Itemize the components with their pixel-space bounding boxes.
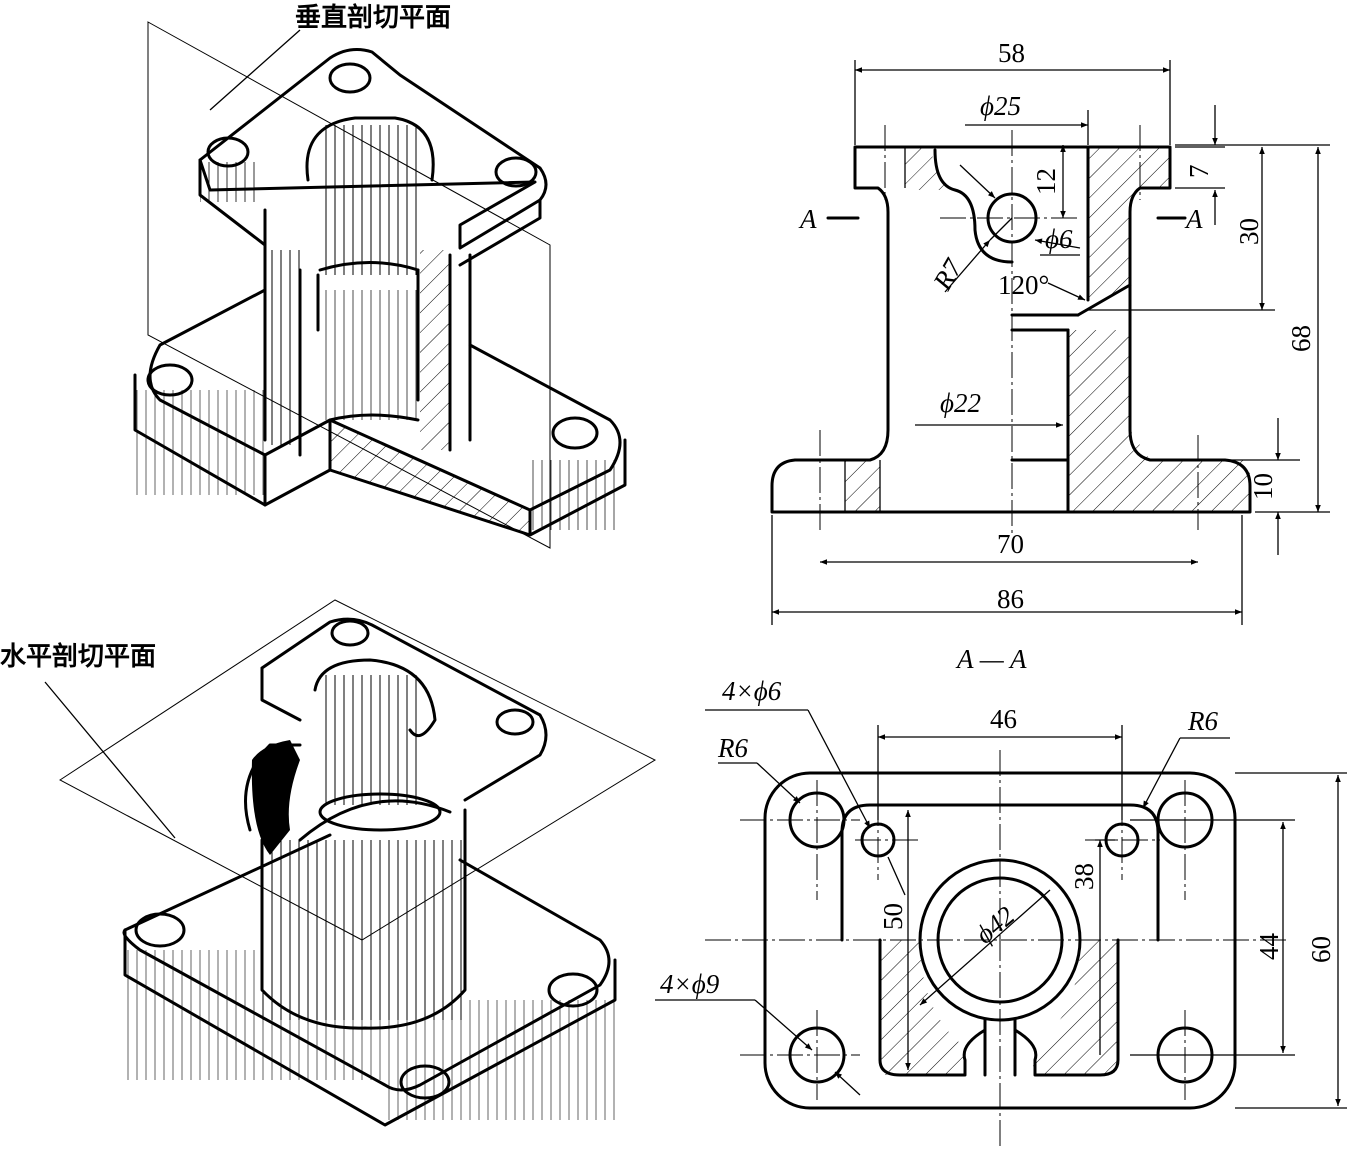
dim-R6-right: R6 bbox=[1187, 706, 1218, 736]
dim-10: 10 bbox=[1248, 473, 1278, 500]
section-a-a bbox=[655, 709, 1347, 1150]
dim-86: 86 bbox=[997, 584, 1024, 614]
dim-60: 60 bbox=[1306, 936, 1336, 963]
solid-cut-section bbox=[251, 740, 300, 855]
dim-phi6: ϕ6 bbox=[1045, 224, 1073, 254]
dim-R7: R7 bbox=[927, 253, 969, 296]
dim-38: 38 bbox=[1069, 863, 1099, 890]
top-flange bbox=[198, 48, 548, 250]
dim-68: 68 bbox=[1286, 325, 1316, 352]
large-hole-bl bbox=[788, 1026, 846, 1084]
dim-phi22: ϕ22 bbox=[940, 388, 981, 418]
front-view bbox=[770, 60, 1330, 625]
dim-4x-phi6: 4×ϕ6 bbox=[722, 676, 782, 706]
boss-bore bbox=[936, 876, 1064, 1004]
dim-R6-left: R6 bbox=[717, 733, 748, 763]
dim-50: 50 bbox=[878, 903, 908, 930]
dim-70: 70 bbox=[997, 529, 1024, 559]
dim-12: 12 bbox=[1031, 168, 1061, 195]
dim-7: 7 bbox=[1184, 165, 1214, 179]
base-outline bbox=[763, 771, 1237, 1110]
section-title: A — A bbox=[955, 644, 1027, 674]
large-hole-tl bbox=[788, 791, 846, 849]
dim-30: 30 bbox=[1234, 218, 1264, 245]
dim-phi42: ϕ42 bbox=[970, 900, 1021, 949]
side-hole bbox=[986, 192, 1038, 244]
cut-label-left: A bbox=[798, 204, 817, 234]
dim-4x-phi9: 4×ϕ9 bbox=[660, 969, 720, 999]
dim-58: 58 bbox=[998, 38, 1025, 68]
horizontal-plane-label: 水平剖切平面 bbox=[0, 641, 156, 672]
cut-label-right: A bbox=[1184, 204, 1203, 234]
vertical-plane-label: 垂直剖切平面 bbox=[295, 2, 451, 33]
dim-44: 44 bbox=[1254, 933, 1284, 961]
small-hole-left bbox=[860, 822, 896, 858]
iso-horizontal-section bbox=[44, 599, 657, 1127]
dim-phi25: ϕ25 bbox=[980, 91, 1021, 121]
iso-vertical-section bbox=[133, 21, 627, 549]
dim-120deg: 120° bbox=[998, 270, 1049, 300]
dim-46: 46 bbox=[990, 704, 1017, 734]
boss-outer-circle bbox=[918, 858, 1082, 1022]
